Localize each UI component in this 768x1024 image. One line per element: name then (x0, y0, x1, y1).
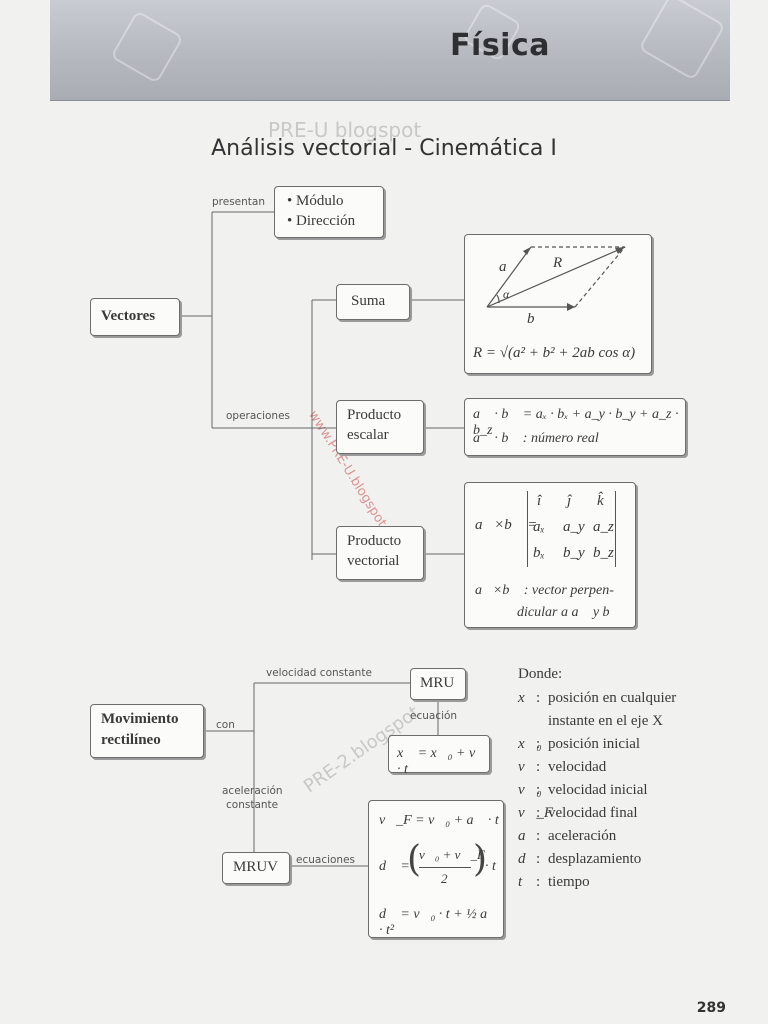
legend-item: instante en el eje X (518, 713, 663, 730)
mruv-formula-box: v⃗_F = v⃗₀ + a⃗ · t d⃗ = ( v⃗₀ + v⃗_F 2 … (368, 800, 504, 938)
operaciones-label: operaciones (226, 410, 290, 422)
legend-symbol: v⃗₀ (518, 782, 536, 799)
legend-text: velocidad (548, 759, 606, 775)
legend-colon: : (536, 805, 548, 822)
matrix-cell: k̂ (597, 493, 604, 510)
legend-text: instante en el eje X (548, 713, 663, 729)
vectores-label: Vectores (101, 308, 155, 325)
suma-diagram-box: a⃗ R⃗ α b⃗ R = √(a² + b² + 2ab cos α) (464, 234, 652, 374)
matrix-cell: ĵ (567, 493, 571, 510)
mru-label: MRU (420, 675, 454, 692)
mruv-label: MRUV (233, 859, 278, 876)
presentan-box: • Módulo • Dirección (274, 186, 384, 238)
mru-formula: x⃗ = x⃗₀ + v⃗ · t (397, 746, 489, 778)
escalar-formula-box: a⃗ · b⃗ = aₓ · bₓ + a_y · b_y + a_z · b_… (464, 398, 686, 456)
legend-symbol: x⃗ (518, 690, 536, 707)
legend-text: tiempo (548, 874, 590, 890)
suma-formula: R = √(a² + b² + 2ab cos α) (473, 345, 635, 362)
legend-symbol: d⃗ (518, 851, 536, 868)
producto-vectorial-box: Producto vectorial (336, 526, 424, 580)
ecuaciones-label: ecuaciones (296, 854, 355, 866)
movimiento-line-1: Movimiento (101, 711, 178, 728)
matrix-cell: aₓ (533, 519, 545, 536)
alpha-label: α (503, 287, 509, 302)
direccion-item: • Dirección (287, 213, 355, 230)
producto-vectorial-line-1: Producto (347, 533, 401, 550)
mruv-formula-3: d⃗ = v⃗₀ · t + ½ a⃗ · t² (379, 907, 503, 939)
mruv-formula-2-rhs: · t (485, 859, 496, 875)
vectorial-note-2: dicular a a⃗ y b⃗ (517, 605, 620, 621)
legend-text: velocidad final (548, 805, 638, 821)
fraction-bar (419, 867, 471, 868)
escalar-formula-2: a⃗ · b⃗ : número real (473, 431, 599, 447)
con-label: con (216, 719, 235, 731)
matrix-cell: a_z (593, 519, 614, 536)
suma-box: Suma (336, 284, 410, 320)
legend-colon: : (536, 736, 548, 753)
aceleracion-label-2: constante (226, 799, 278, 811)
legend-text: desplazamiento (548, 851, 641, 867)
legend-symbol: x⃗₀ (518, 736, 536, 753)
movimiento-box: Movimiento rectilíneo (90, 704, 204, 758)
legend-item: x⃗:posición en cualquier (518, 690, 676, 707)
legend-item: a⃗:aceleración (518, 828, 616, 845)
modulo-item: • Módulo (287, 193, 344, 210)
legend-item: x⃗₀:posición inicial (518, 736, 640, 753)
mruv-formula-1: v⃗_F = v⃗₀ + a⃗ · t (379, 813, 499, 829)
legend-colon: : (536, 690, 548, 707)
producto-escalar-box: Producto escalar (336, 400, 424, 454)
legend-item: t:tiempo (518, 874, 590, 891)
legend-colon: : (536, 828, 548, 845)
matrix-cell: î (537, 493, 541, 510)
legend-colon: : (536, 874, 548, 891)
determinant-bar-left (527, 491, 528, 567)
legend-item: v⃗₀:velocidad inicial (518, 782, 648, 799)
vectorial-note-1: a⃗×b⃗ : vector perpen- (475, 583, 614, 599)
parallelogram-diagram (465, 235, 653, 339)
vector-b-label: b⃗ (527, 311, 546, 328)
legend-text: posición en cualquier (548, 690, 676, 706)
legend-symbol: a⃗ (518, 828, 536, 845)
producto-escalar-line-1: Producto (347, 407, 401, 424)
legend-text: velocidad inicial (548, 782, 648, 798)
aceleracion-label-1: aceleración (222, 785, 283, 797)
determinant-bar-right (615, 491, 616, 567)
vectores-box: Vectores (90, 298, 180, 336)
suma-label: Suma (351, 293, 385, 310)
producto-escalar-line-2: escalar (347, 427, 389, 444)
legend-item: v⃗:velocidad (518, 759, 606, 776)
legend-symbol: v⃗ (518, 759, 536, 776)
legend-item: v⃗_F:velocidad final (518, 805, 638, 822)
legend-colon: : (536, 851, 548, 868)
mruv-box: MRUV (222, 852, 290, 884)
mruv-formula-2-lhs: d⃗ = (379, 859, 410, 875)
mru-box: MRU (410, 668, 466, 700)
ecuacion-label: ecuación (410, 710, 457, 722)
legend-title: Donde: (518, 666, 562, 683)
legend-text: aceleración (548, 828, 616, 844)
page-number: 289 (697, 1000, 726, 1016)
legend-symbol: t (518, 874, 536, 891)
matrix-cell: b_z (593, 545, 614, 562)
matrix-cell: bₓ (533, 545, 545, 562)
matrix-cell: a_y (563, 519, 585, 536)
movimiento-line-2: rectilíneo (101, 732, 161, 749)
vectorial-formula-box: a⃗×b⃗ = î ĵ k̂ aₓ a_y a_z bₓ b_y b_z a⃗×… (464, 482, 636, 628)
presentan-label: presentan (212, 196, 265, 208)
mru-formula-box: x⃗ = x⃗₀ + v⃗ · t (388, 735, 490, 773)
matrix-cell: b_y (563, 545, 585, 562)
vector-r-label: R⃗ (553, 255, 574, 272)
legend-text: posición inicial (548, 736, 640, 752)
producto-vectorial-line-2: vectorial (347, 553, 399, 570)
legend-colon: : (536, 759, 548, 776)
vector-a-label: a⃗ (499, 259, 518, 276)
legend-colon: : (536, 782, 548, 799)
legend-symbol: v⃗_F (518, 805, 536, 822)
mruv-formula-2-den: 2 (441, 871, 448, 887)
velocidad-constante-label: velocidad constante (266, 667, 372, 679)
legend-item: d⃗:desplazamiento (518, 851, 641, 868)
